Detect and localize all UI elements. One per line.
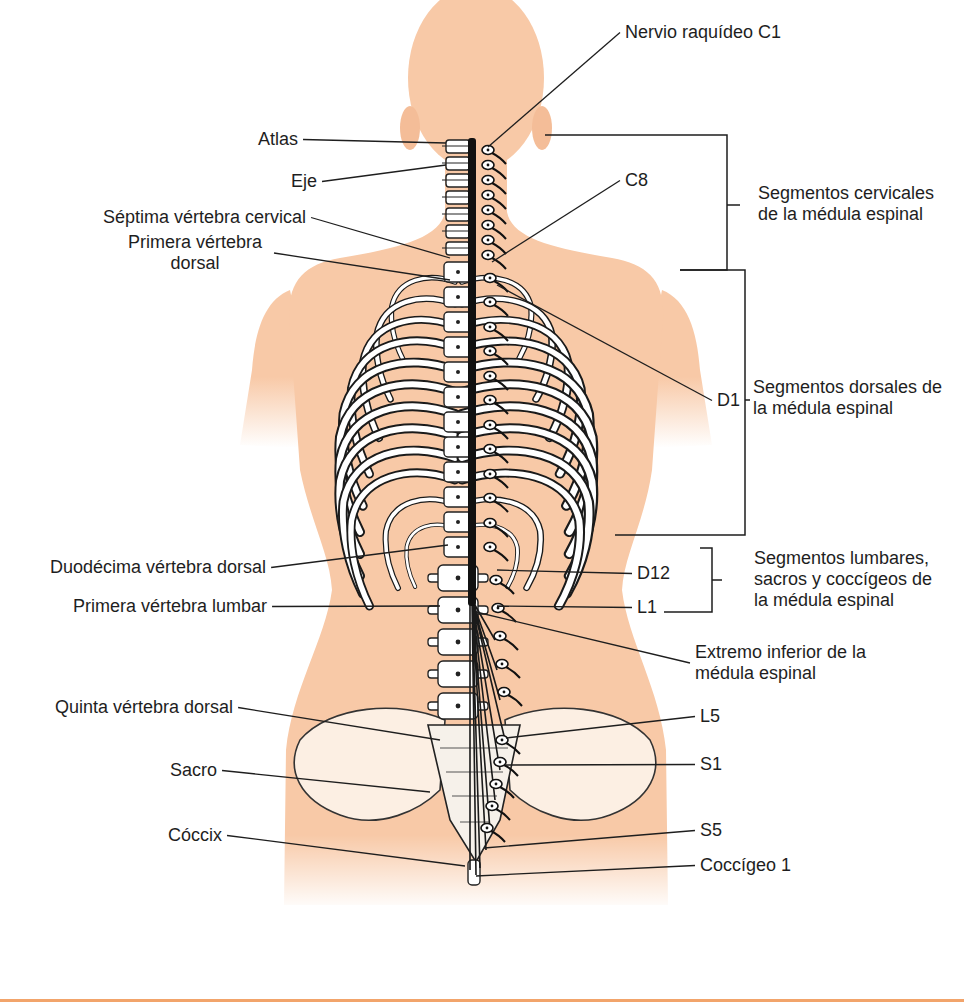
leader-line: [222, 771, 430, 793]
anatomy-label: C8: [625, 170, 648, 191]
leader-line: [492, 181, 620, 263]
anatomy-label: S5: [700, 820, 722, 841]
bottom-rule: [0, 999, 964, 1002]
anatomy-label: Segmentos dorsales de la médula espinal: [753, 377, 943, 419]
leader-line: [497, 570, 632, 574]
anatomy-label: L1: [637, 597, 657, 618]
leader-line: [311, 218, 450, 259]
anatomy-label: Coccígeo 1: [700, 855, 791, 876]
rib-cage: [339, 278, 592, 606]
anatomy-label: Séptima vértebra cervical: [103, 207, 306, 228]
anatomy-label: Sacro: [170, 760, 217, 781]
leader-line: [484, 831, 695, 849]
leader-line: [271, 545, 448, 568]
anatomy-label: Cóccix: [168, 825, 222, 846]
anatomy-label: Primera vértebra dorsal: [120, 232, 270, 274]
leader-line: [274, 253, 450, 280]
leader-line: [476, 612, 690, 663]
anatomy-label: D1: [717, 390, 740, 411]
anatomy-label: D12: [637, 563, 670, 584]
body-silhouette: [240, 0, 712, 910]
anatomy-label: Extremo inferior de la médula espinal: [695, 642, 875, 684]
leader-line: [506, 717, 695, 739]
anatomy-label: Primera vértebra lumbar: [73, 596, 267, 617]
leader-line: [506, 764, 695, 766]
anatomy-label: Atlas: [258, 129, 298, 150]
leader-line: [476, 866, 695, 877]
leader-line: [322, 165, 446, 182]
leader-line: [488, 33, 620, 148]
anatomy-label: Eje: [291, 171, 317, 192]
leader-line: [238, 708, 440, 741]
anatomy-label: L5: [700, 706, 720, 727]
leader-line: [227, 836, 465, 867]
anatomy-label: Duodécima vértebra dorsal: [50, 557, 266, 578]
leader-line: [272, 605, 440, 607]
anatomy-label: S1: [700, 754, 722, 775]
leader-line: [497, 285, 712, 401]
anatomy-label: Segmentos cervicales de la médula espina…: [758, 183, 948, 225]
anatomy-label: Segmentos lumbares, sacros y coccígeos d…: [754, 548, 944, 611]
anatomy-label: Nervio raquídeo C1: [625, 22, 781, 43]
leader-line: [303, 140, 446, 144]
anatomy-label: Quinta vértebra dorsal: [55, 697, 233, 718]
segment-brackets: [545, 135, 750, 612]
leader-line: [497, 606, 632, 608]
